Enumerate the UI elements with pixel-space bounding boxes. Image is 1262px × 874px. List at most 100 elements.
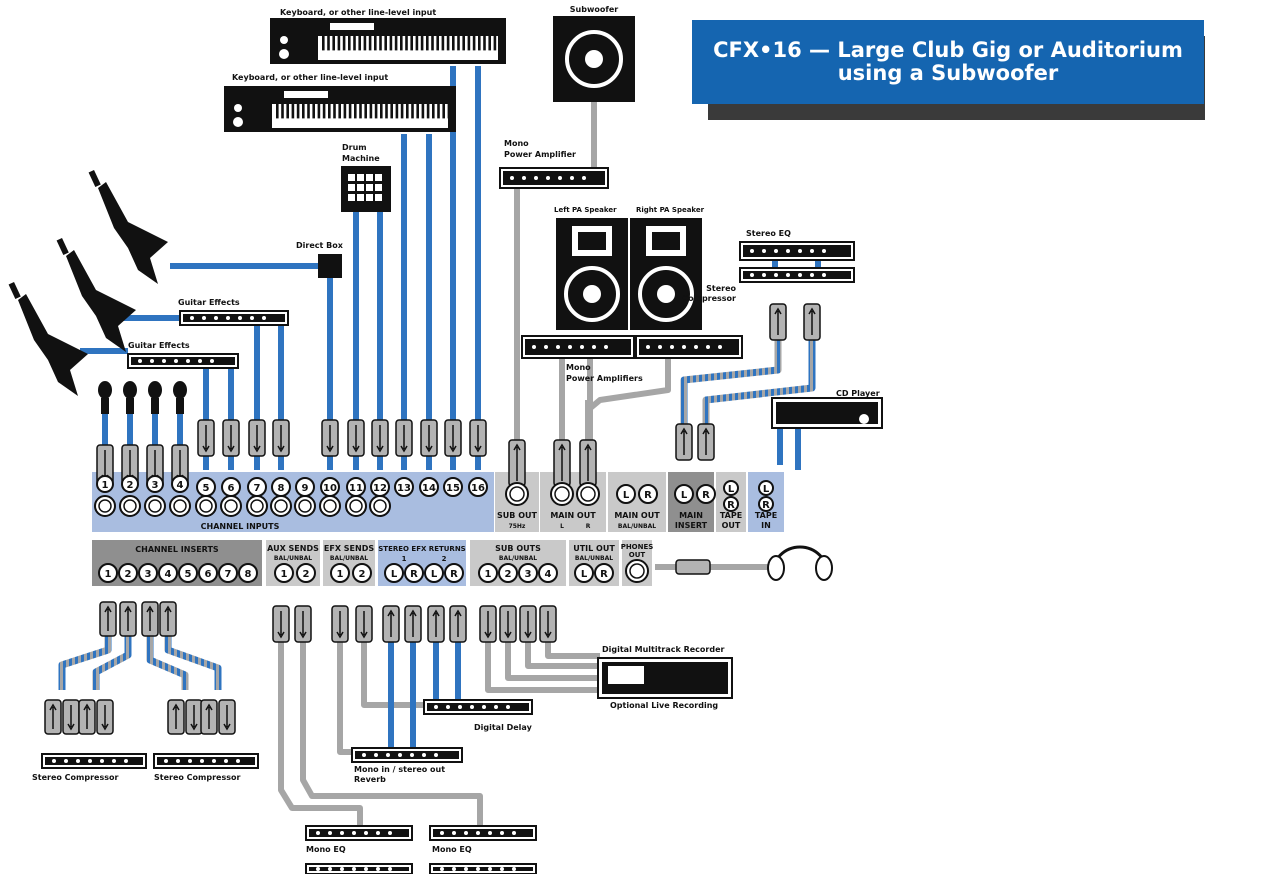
keyboard-2-black-key <box>369 104 373 119</box>
reverb-face <box>355 751 459 759</box>
mono-eq-amp-2-knob <box>452 867 456 871</box>
lower-plug-4-arrow <box>387 609 395 637</box>
insert-plug-0-arrow <box>104 605 112 631</box>
label-tape-in-a: TAPE <box>755 511 777 520</box>
lower-plug-10-arrow <box>524 611 532 639</box>
keyboard-1-black-key <box>342 36 346 51</box>
input-jack-16 <box>468 477 488 497</box>
keyboard-1-black-key <box>457 36 460 51</box>
stereo-compressor-top-face <box>743 271 851 279</box>
insert-jack-2-label: 2 <box>125 569 132 580</box>
label-mono-amps-b: Power Amplifiers <box>566 374 643 383</box>
lower-plug-3-arrow <box>360 611 368 639</box>
label-main-out2-sub: BAL/UNBAL <box>618 523 656 530</box>
mono-amp-right-knob <box>646 345 650 349</box>
drum-pad <box>366 174 373 181</box>
label-direct-box: Direct Box <box>296 241 344 250</box>
title-box: CFX•16 — Large Club Gig or Auditorium us… <box>692 20 1205 120</box>
cable-insert-2 <box>702 312 816 445</box>
lower-plug-2-arrow <box>336 611 344 639</box>
keyboard-2-black-key <box>343 104 347 119</box>
label-return-1: 1 <box>402 555 407 563</box>
keyboard-1-wheel <box>280 36 288 44</box>
keyboard-1-black-key <box>478 36 481 51</box>
keyboard-2-wheel <box>234 104 242 112</box>
xlr-jack-9-ring <box>298 499 312 513</box>
digital-delay-knob <box>446 705 450 709</box>
keyboard-2-black-key <box>359 104 362 119</box>
mono-eq-2-face <box>433 829 533 837</box>
keyboard-1-black-key <box>405 36 408 51</box>
subout-jack-4 <box>538 563 558 583</box>
insert-jack-8-label: 8 <box>245 569 252 580</box>
mono-amp-left-knob <box>544 345 548 349</box>
insert-jack-1-label: 1 <box>105 569 112 580</box>
sub-amp-knob <box>534 176 538 180</box>
label-efx-returns: STEREO EFX RETURNS <box>378 545 465 553</box>
label-mono-amps-a: Mono <box>566 363 591 372</box>
util-l-jack <box>574 563 594 583</box>
mono-eq-amp-2-knob <box>464 867 468 871</box>
mono-eq-amp-2-knob <box>440 867 444 871</box>
guitar-effects-1-knob <box>190 316 194 320</box>
keyboard-1-black-key <box>493 36 497 51</box>
lower-plug-8-arrow <box>484 611 492 639</box>
keyboard-1-black-key <box>368 36 372 51</box>
comp-in-plug-1-arrow <box>83 703 91 729</box>
guitar-effects-1-face <box>183 314 285 322</box>
right-pa-dome <box>657 285 675 303</box>
guitar-effects-2-knob <box>174 359 178 363</box>
multitrack-display <box>608 666 644 684</box>
input-jack-2 <box>121 475 139 493</box>
comp-plug-1-arrow <box>774 307 782 335</box>
mono-eq-amp-2-face <box>433 867 533 871</box>
drum-pad <box>375 174 382 181</box>
mono-eq-amp-1-knob <box>340 867 344 871</box>
mono-eq-1-knob <box>352 831 356 835</box>
keyboard-1-black-key <box>389 36 393 51</box>
drum-pad <box>357 194 364 201</box>
stereo-compressor-br-knob <box>236 759 240 763</box>
keyboard-2-black-key <box>380 104 383 119</box>
tape-out-r-jack <box>723 496 739 512</box>
mono-eq-2-knob <box>488 831 492 835</box>
cables <box>58 66 821 830</box>
connectors <box>44 303 821 735</box>
return-jack-1 <box>404 563 424 583</box>
label-keyboard-2: Keyboard, or other line-level input <box>232 73 388 82</box>
label-main-out-l: L <box>560 523 564 530</box>
insert-jack-4-label: 4 <box>165 569 172 580</box>
cable-sub1 <box>485 632 600 693</box>
stereo-compressor-top-knob <box>786 273 790 277</box>
stereo-compressor-top-knob <box>750 273 754 277</box>
mono-eq-amp-1-knob <box>328 867 332 871</box>
subout-jack-1 <box>478 563 498 583</box>
left-pa-horn-inner <box>578 232 606 250</box>
keyboard-2-black-key <box>374 104 378 119</box>
mono-eq-1-knob <box>376 831 380 835</box>
mono-amp-right-knob <box>658 345 662 349</box>
keyboard-1-black-key <box>353 36 356 51</box>
input-jack-8-label: 8 <box>278 483 285 494</box>
keyboard-1-black-key <box>441 36 445 51</box>
keyboard-2-black-key <box>312 104 315 119</box>
keyboard-2-black-key <box>406 104 409 119</box>
label-stereo-comp-a: Stereo <box>706 284 736 293</box>
label-reverb-a: Mono in / stereo out <box>354 765 445 774</box>
util-l-jack-label: L <box>581 569 588 580</box>
sub-out-plug-arrow <box>513 443 521 481</box>
reverb-knob <box>362 753 366 757</box>
guitar-effects-2-face <box>131 357 235 365</box>
label-main-out2: MAIN OUT <box>614 511 660 520</box>
insert-plug-2-arrow <box>146 605 154 631</box>
mono-amp-left-knob <box>568 345 572 349</box>
guitar-3 <box>18 294 88 396</box>
devices <box>8 16 883 874</box>
lower-plug-11-arrow <box>544 611 552 639</box>
input-jack-11-label: 11 <box>349 483 363 494</box>
keyboard-1-display <box>330 23 374 30</box>
insert-jack-5 <box>178 563 198 583</box>
insert-jack-6-label: 6 <box>205 569 212 580</box>
keyboard-2-black-key <box>390 104 393 119</box>
